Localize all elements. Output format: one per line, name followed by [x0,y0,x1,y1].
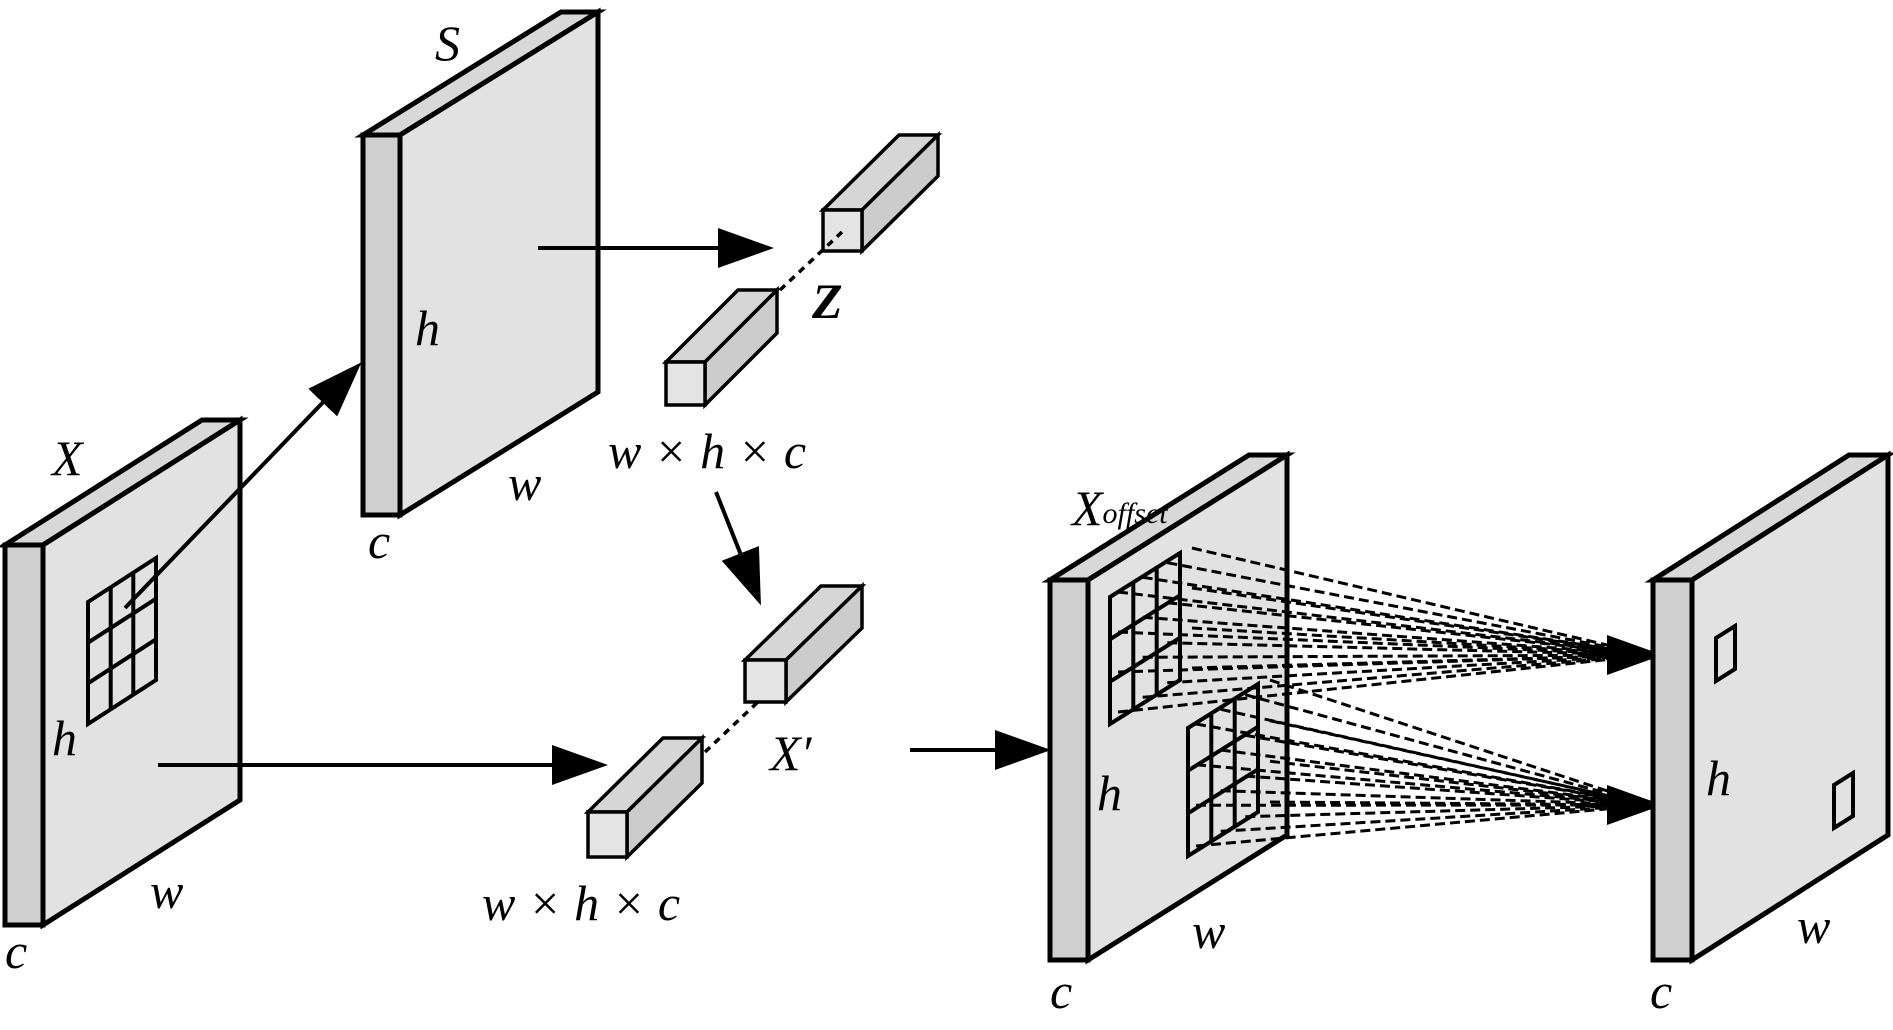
offset-map-s [354,7,607,520]
sampling-line [1244,693,1651,807]
label-x-h: h [52,710,77,766]
label-out-c: c [1650,963,1672,1019]
sampling-line [1191,586,1651,657]
feature-map-x-offset [1041,450,1296,965]
sampling-line [1245,733,1651,807]
sampling-lines-upper [1117,546,1651,714]
output-pixel-lower [1832,769,1855,832]
label-xoffset-c: c [1050,963,1072,1019]
z-vector-top [818,130,943,256]
sampling-line [1167,601,1651,657]
z-vector-bottom [661,285,782,410]
sampling-line [1191,626,1651,657]
output-feature-map [1644,450,1893,965]
label-dims-top: w × h × c [608,423,806,479]
sampling-line [1167,641,1651,657]
sampling-line [1220,789,1651,807]
label-s-c: c [368,513,390,569]
label-dims-bottom: w × h × c [482,875,680,931]
sampling-line [1142,615,1651,657]
sampling-line [1117,630,1651,657]
sampling-line [1220,748,1651,807]
xprime-vector-bottom [583,733,707,862]
sampling-line [1269,719,1651,807]
z-ellipsis-dots [778,230,844,292]
sampling-line [1167,561,1651,657]
label-out-h: h [1706,750,1731,806]
label-xoffset-sub: offset [1103,497,1169,530]
label-x-c: c [5,923,27,979]
sampling-line [1269,759,1651,807]
arrow-x-to-s [123,362,362,610]
xprime-ellipsis-dots [703,698,762,754]
sampling-line [1220,803,1651,833]
label-s-h: h [415,300,440,356]
label-out-w: w [1797,898,1830,954]
sampling-line [1191,546,1651,657]
sampling-line [1269,678,1651,807]
sampling-line [1167,653,1651,685]
xprime-vector-top [740,581,867,707]
label-xoffset-w: w [1192,903,1225,959]
label-xprime: X′ [768,725,813,781]
label-x-w: w [150,863,183,919]
label-s: S [435,15,460,71]
sampling-line [1191,653,1651,670]
label-xoffset-main: X [1070,480,1105,536]
label-s-w: w [508,455,541,511]
label-x: X [50,430,85,486]
kernel-grid-x [86,554,158,728]
feature-map-x [0,415,249,930]
label-z: Z [811,273,843,329]
sampling-line [1195,763,1651,807]
sampling-line [1245,774,1651,807]
output-pixel-upper [1714,622,1737,685]
label-xoffset: Xoffset [1070,480,1168,536]
arrow-z-to-xprime [714,491,761,606]
sampling-line [1142,653,1651,699]
sampling-line [1142,653,1651,659]
label-xoffset-h: h [1097,765,1122,821]
sampling-line [1195,803,1651,848]
